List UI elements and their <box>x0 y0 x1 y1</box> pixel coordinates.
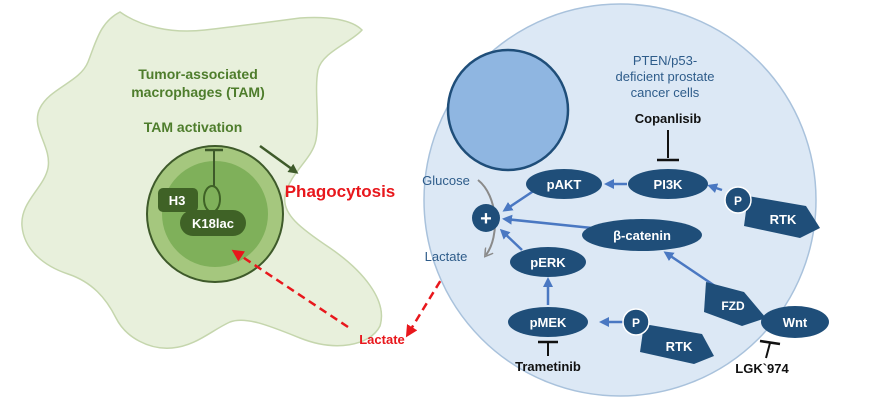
rtk-top-receptor <box>744 196 820 238</box>
rtk-top-label: RTK <box>770 212 797 227</box>
perk-node <box>510 247 586 277</box>
activation-arrow <box>259 144 299 174</box>
lactate-intracellular-label: Lactate <box>425 249 468 264</box>
trametinib-label: Trametinib <box>515 359 581 374</box>
pmek-label: pMEK <box>530 315 567 330</box>
phospho-bottom <box>622 308 650 336</box>
rtk-to-pi3k-arrow <box>707 183 723 193</box>
macrophage-title-line1: Tumor-associated <box>138 66 258 82</box>
k18lac-pill <box>180 210 246 236</box>
betacatenin-to-plus-arrow <box>502 214 593 230</box>
pi3k-node <box>628 169 708 199</box>
lactate-uptake-dashed <box>231 249 349 329</box>
phospho-top-label: P <box>734 194 742 208</box>
fzd-to-betacatenin-arrow <box>663 251 719 290</box>
fzd-label: FZD <box>721 299 745 313</box>
glucose-label: Glucose <box>422 173 470 188</box>
pi3k-label: PI3K <box>654 177 684 192</box>
histone-h3-block <box>158 188 198 212</box>
phospho-bottom-label: P <box>632 316 640 330</box>
tam-activation-label: TAM activation <box>144 119 243 135</box>
cancer-cell-nucleus <box>446 48 570 172</box>
perk-label: pERK <box>530 255 566 270</box>
k18lac-label: K18lac <box>192 216 234 231</box>
phospho-top <box>724 186 752 214</box>
beta-catenin-label: β-catenin <box>613 228 671 243</box>
rtk-bottom-receptor <box>640 324 714 364</box>
perk-to-plus-arrow <box>499 228 523 251</box>
lgk974-inhibit-line <box>765 342 771 359</box>
rtk-bottom-label: RTK <box>666 339 693 354</box>
histone-h3-label: H3 <box>169 193 186 208</box>
copanlisib-label: Copanlisib <box>635 111 702 126</box>
wnt-label: Wnt <box>783 315 808 330</box>
lactate-extracellular-label: Lactate <box>359 332 405 347</box>
lgk974-inhibit-bar <box>759 339 781 346</box>
pakt-label: pAKT <box>547 177 582 192</box>
wnt-node <box>761 306 829 338</box>
beta-catenin-node <box>582 219 702 251</box>
phagocytosis-label: Phagocytosis <box>285 182 396 201</box>
pmek-node <box>508 307 588 337</box>
plus-node <box>472 204 500 232</box>
lgk974-label: LGK`974 <box>735 361 789 376</box>
cancer-title-line1: PTEN/p53- <box>633 53 697 68</box>
plus-symbol: + <box>480 208 492 230</box>
pakt-node <box>526 169 602 199</box>
cancer-title-line3: cancer cells <box>631 85 700 100</box>
fzd-receptor <box>704 282 766 326</box>
histone-cylinder <box>203 185 221 213</box>
cancer-title-line2: deficient prostate <box>615 69 714 84</box>
macrophage-title-line2: macrophages (TAM) <box>131 84 265 100</box>
